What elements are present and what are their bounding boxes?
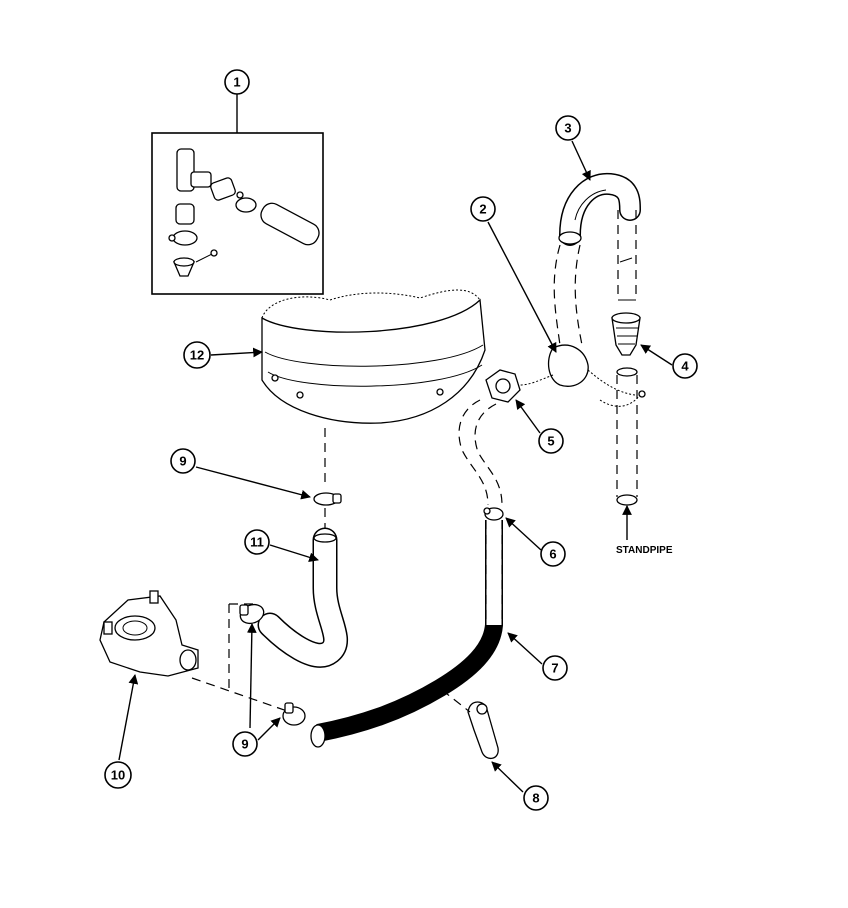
svg-text:12: 12 [190, 348, 204, 363]
standpipe-upper [617, 210, 637, 301]
callout-8: 8 [523, 785, 549, 811]
svg-text:9: 9 [179, 454, 186, 469]
svg-text:5: 5 [547, 434, 554, 449]
nut-part-5 [485, 369, 521, 403]
leader-lines [118, 140, 673, 793]
callout-7: 7 [542, 655, 568, 681]
standpipe-lower [616, 367, 638, 506]
svg-text:2: 2 [479, 202, 486, 217]
clamp-part-9-lower [282, 702, 306, 726]
callout-1: 1 [224, 69, 250, 95]
callout-11: 11 [244, 529, 270, 555]
callout-9-upper: 9 [170, 448, 196, 474]
callout-3: 3 [555, 115, 581, 141]
adapter-part-4 [611, 312, 641, 356]
clamp-part-9-upper [313, 492, 342, 506]
hose-end-part-3 [553, 172, 641, 346]
svg-text:6: 6 [549, 547, 556, 562]
drain-hose-part-7 [310, 520, 503, 748]
svg-text:9: 9 [241, 737, 248, 752]
callout-6: 6 [540, 541, 566, 567]
svg-text:7: 7 [551, 661, 558, 676]
elbow-hose-part-11 [257, 527, 348, 668]
callout-9-lower: 9 [232, 731, 258, 757]
svg-text:3: 3 [564, 121, 571, 136]
kit-box-part-1 [151, 94, 324, 295]
clip-part-8 [467, 701, 499, 759]
callout-5: 5 [538, 428, 564, 454]
svg-text:1: 1 [233, 75, 240, 90]
svg-text:4: 4 [681, 359, 689, 374]
clamp-part-9-left [239, 603, 265, 625]
tub-part-12 [261, 289, 486, 424]
svg-text:8: 8 [532, 791, 539, 806]
clamp-part-6 [483, 507, 504, 521]
callout-10: 10 [104, 761, 132, 789]
svg-text:11: 11 [250, 535, 264, 550]
standpipe-label: STANDPIPE [616, 545, 673, 556]
callout-4: 4 [672, 353, 698, 379]
callout-2: 2 [470, 196, 496, 222]
svg-text:10: 10 [111, 768, 125, 783]
callout-12: 12 [183, 341, 211, 369]
pump-part-10 [99, 590, 199, 677]
strap-part-2 [519, 344, 646, 407]
